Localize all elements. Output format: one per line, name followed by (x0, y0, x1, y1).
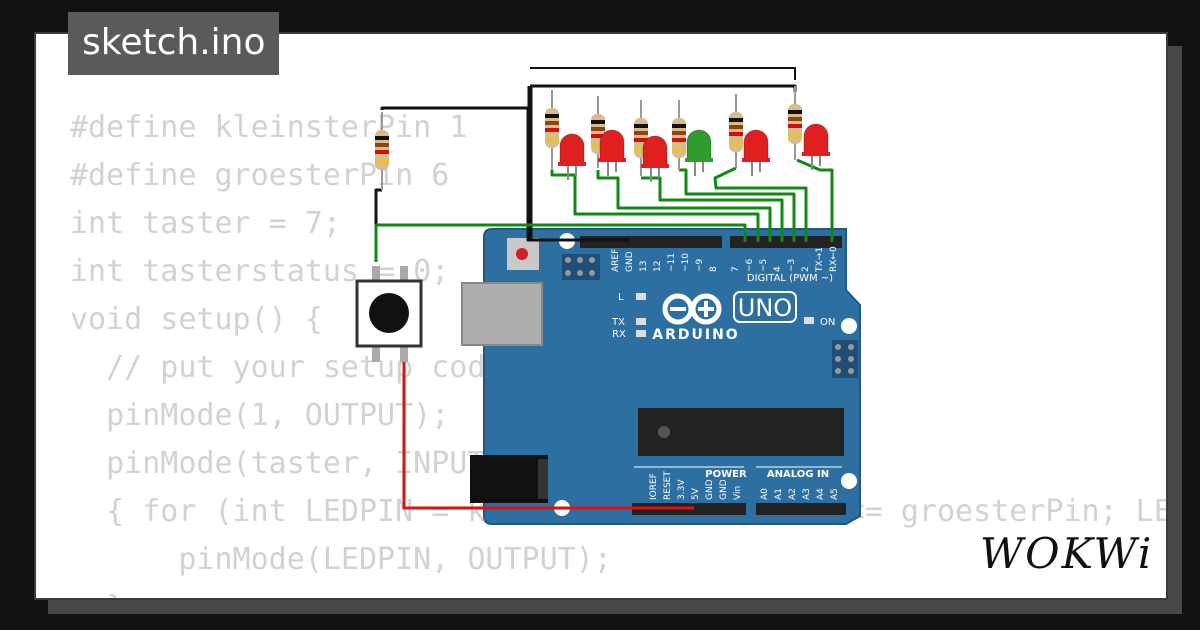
analog-pin-label: A3 (802, 488, 812, 500)
resistor[interactable] (788, 86, 802, 160)
pin-label: 13 (639, 261, 649, 272)
code-line: void setup() { (70, 302, 323, 337)
digital-label: DIGITAL (PWM ~) (747, 273, 833, 284)
pin-label: ~11 (667, 253, 677, 272)
pin-label: 2 (801, 266, 811, 272)
led[interactable] (802, 123, 830, 170)
code-line: } (70, 584, 1166, 598)
resistor[interactable] (375, 112, 389, 190)
led[interactable] (641, 135, 669, 182)
code-line: int taster = 7; (70, 206, 341, 241)
wires (374, 67, 834, 510)
code-line: pinMode(LEDPIN, OUTPUT); (70, 542, 612, 577)
board-model: UNO (738, 294, 792, 322)
resistor[interactable] (545, 90, 559, 170)
atmega-chip (638, 408, 844, 456)
pin-label: 8 (709, 266, 719, 272)
led[interactable] (685, 129, 713, 176)
wokwi-logo: WOKWi (980, 529, 1152, 576)
power-pin-label: 5V (691, 487, 701, 500)
pin-label: ~5 (759, 259, 769, 272)
led-l-label: L (618, 292, 624, 303)
pin-label: 7 (731, 266, 741, 272)
power-pin-label: GND (719, 479, 729, 500)
power-jack (470, 455, 548, 503)
resistor[interactable] (672, 100, 686, 170)
power-pin-label: IOREF (649, 473, 659, 500)
push-button[interactable] (355, 266, 423, 362)
pin-label: ~6 (745, 258, 755, 272)
resistor[interactable] (729, 94, 743, 168)
code-line: #define kleinsterPin 1 (70, 110, 468, 145)
analog-pin-label: A1 (774, 488, 784, 500)
pin-label: ~3 (787, 259, 797, 272)
analog-pin-label: A4 (816, 488, 826, 500)
pin-label: 12 (653, 261, 663, 272)
tx-label: TX (611, 317, 625, 328)
pin-label: GND (625, 251, 635, 272)
power-pin-label: GND (705, 479, 715, 500)
on-label: ON (820, 317, 835, 328)
analog-pin-label: A5 (830, 488, 840, 500)
file-tab[interactable]: sketch.ino (68, 12, 280, 75)
pin-label: RX←0 (829, 246, 839, 272)
pin-label: AREF (611, 249, 621, 272)
power-pin-label: RESET (663, 471, 673, 500)
board-brand: ARDUINO (652, 327, 739, 343)
analog-pin-label: A2 (788, 488, 798, 500)
pin-label: TX→1 (815, 247, 825, 273)
pin-label: 4 (773, 266, 783, 272)
led[interactable] (742, 129, 770, 176)
arduino-uno-board[interactable]: UNO ARDUINO L TX RX ON DIGITAL (PWM ~) P… (461, 228, 861, 525)
usb-port (461, 282, 543, 346)
rx-label: RX (612, 329, 626, 340)
power-label: POWER (705, 469, 747, 480)
code-line: pinMode(1, OUTPUT); (70, 398, 450, 433)
led[interactable] (558, 133, 586, 180)
analog-label: ANALOG IN (767, 469, 829, 480)
pin-label: ~10 (681, 253, 691, 272)
analog-pin-label: A0 (760, 488, 770, 500)
svg-text:WOKWi: WOKWi (980, 529, 1152, 576)
arduino-logo-icon (662, 293, 722, 325)
led[interactable] (598, 129, 626, 176)
power-pin-label: 3.3V (677, 479, 687, 500)
power-pin-label: Vin (733, 486, 743, 500)
pin-label: ~9 (695, 258, 705, 272)
